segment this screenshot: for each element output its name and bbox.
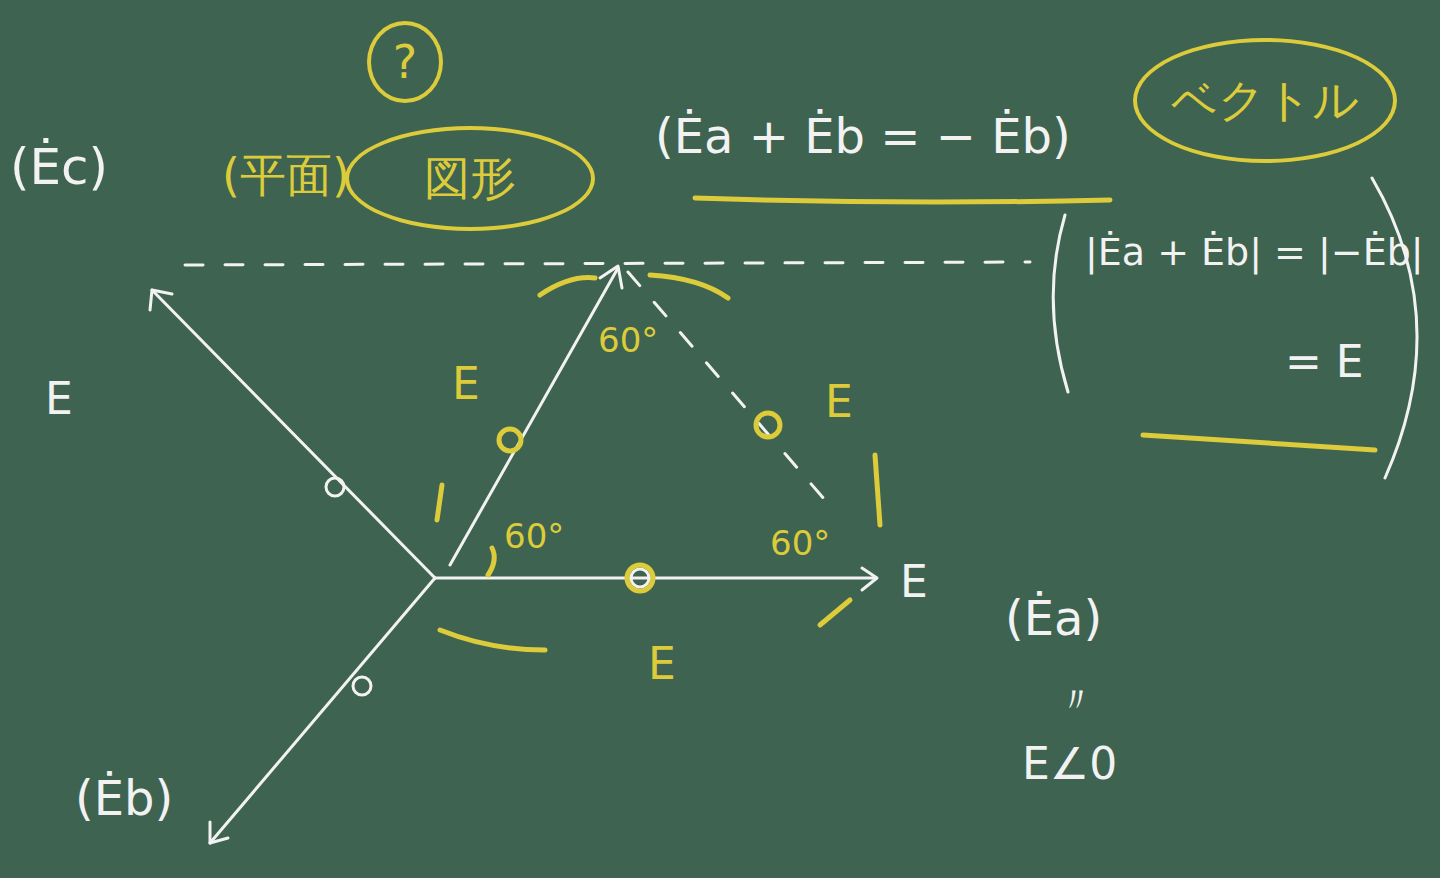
circled-note: 図形 [345, 126, 595, 231]
underline [1143, 435, 1375, 450]
dashed-line [628, 272, 825, 500]
phasor-c [152, 290, 435, 578]
side-label: E [825, 378, 853, 426]
magnitude-label: E [900, 558, 928, 606]
circled-note: ベクトル [1133, 38, 1397, 163]
equation: |Ėa + Ėb| = |−Ėb| [1085, 232, 1424, 274]
arrowhead [862, 568, 877, 590]
angle-arc [488, 548, 494, 575]
note-text: ベクトル [1171, 75, 1359, 126]
side-mark [820, 600, 850, 625]
equation: = E [1285, 338, 1364, 386]
dashed-line [185, 262, 1030, 265]
equal-mark [627, 565, 653, 591]
side-mark [875, 455, 880, 525]
note-text: ? [393, 37, 417, 88]
phasor-sum [450, 268, 618, 565]
equation: (Ėa + Ėb = − Ėb) [655, 110, 1071, 163]
phasor-value: E∠0 [1022, 740, 1117, 788]
equal-mark [353, 677, 371, 695]
angle-label: 60° [598, 322, 658, 359]
angle-label: 60° [770, 525, 830, 562]
angle-arc [540, 278, 595, 295]
note-text: (平面) [222, 150, 350, 201]
arrowhead [600, 266, 622, 288]
side-mark [437, 485, 442, 520]
angle-arc [650, 275, 728, 298]
phasor-name: (Ėb) [75, 772, 173, 825]
arrowhead [210, 822, 228, 843]
equal-mark [756, 413, 780, 437]
equal-sign: 〃 [1058, 680, 1094, 720]
underline [695, 198, 1110, 202]
side-label: E [648, 640, 676, 688]
phasor-name: (Ėc) [10, 140, 108, 195]
equal-mark [499, 429, 521, 451]
side-mark [440, 630, 545, 650]
side-label: E [452, 360, 480, 408]
equal-mark [326, 478, 344, 496]
bracket [1053, 215, 1068, 392]
angle-label: 60° [504, 518, 564, 555]
arrowhead [150, 290, 172, 310]
phasor-name: (Ėa) [1005, 592, 1102, 645]
magnitude-label: E [45, 375, 73, 423]
note-text: 図形 [424, 153, 516, 204]
phasor-b [210, 578, 435, 843]
equal-mark [631, 569, 649, 587]
bracket [1372, 178, 1417, 478]
circled-note: ? [367, 21, 443, 103]
